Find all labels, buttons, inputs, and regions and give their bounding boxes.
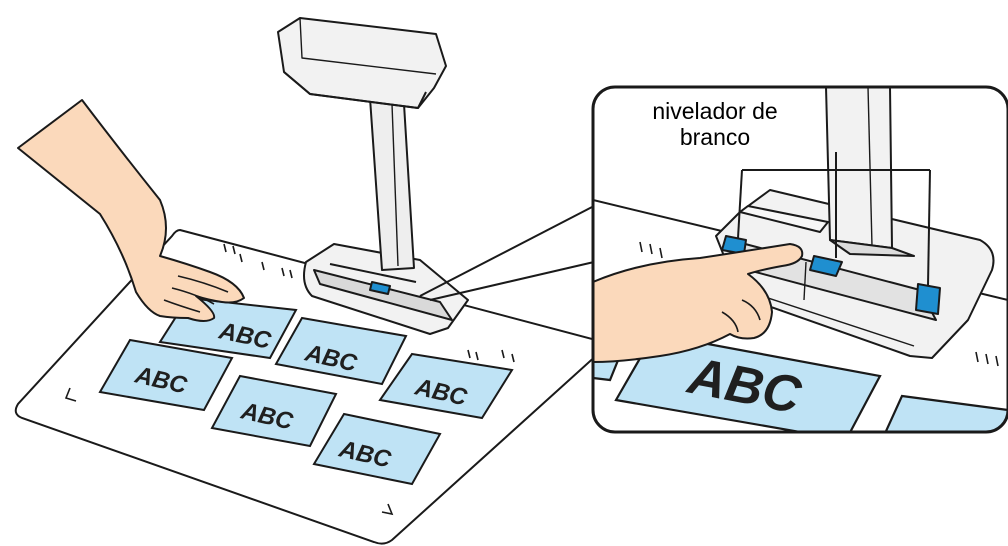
scanner-head [278, 18, 446, 108]
white-leveler-label: nivelador de branco [600, 98, 830, 150]
white-leveler-right [916, 284, 940, 314]
white-leveler-label-line2: branco [600, 124, 830, 150]
white-leveler-label-line1: nivelador de [600, 98, 830, 124]
scanner-stand [370, 98, 414, 270]
